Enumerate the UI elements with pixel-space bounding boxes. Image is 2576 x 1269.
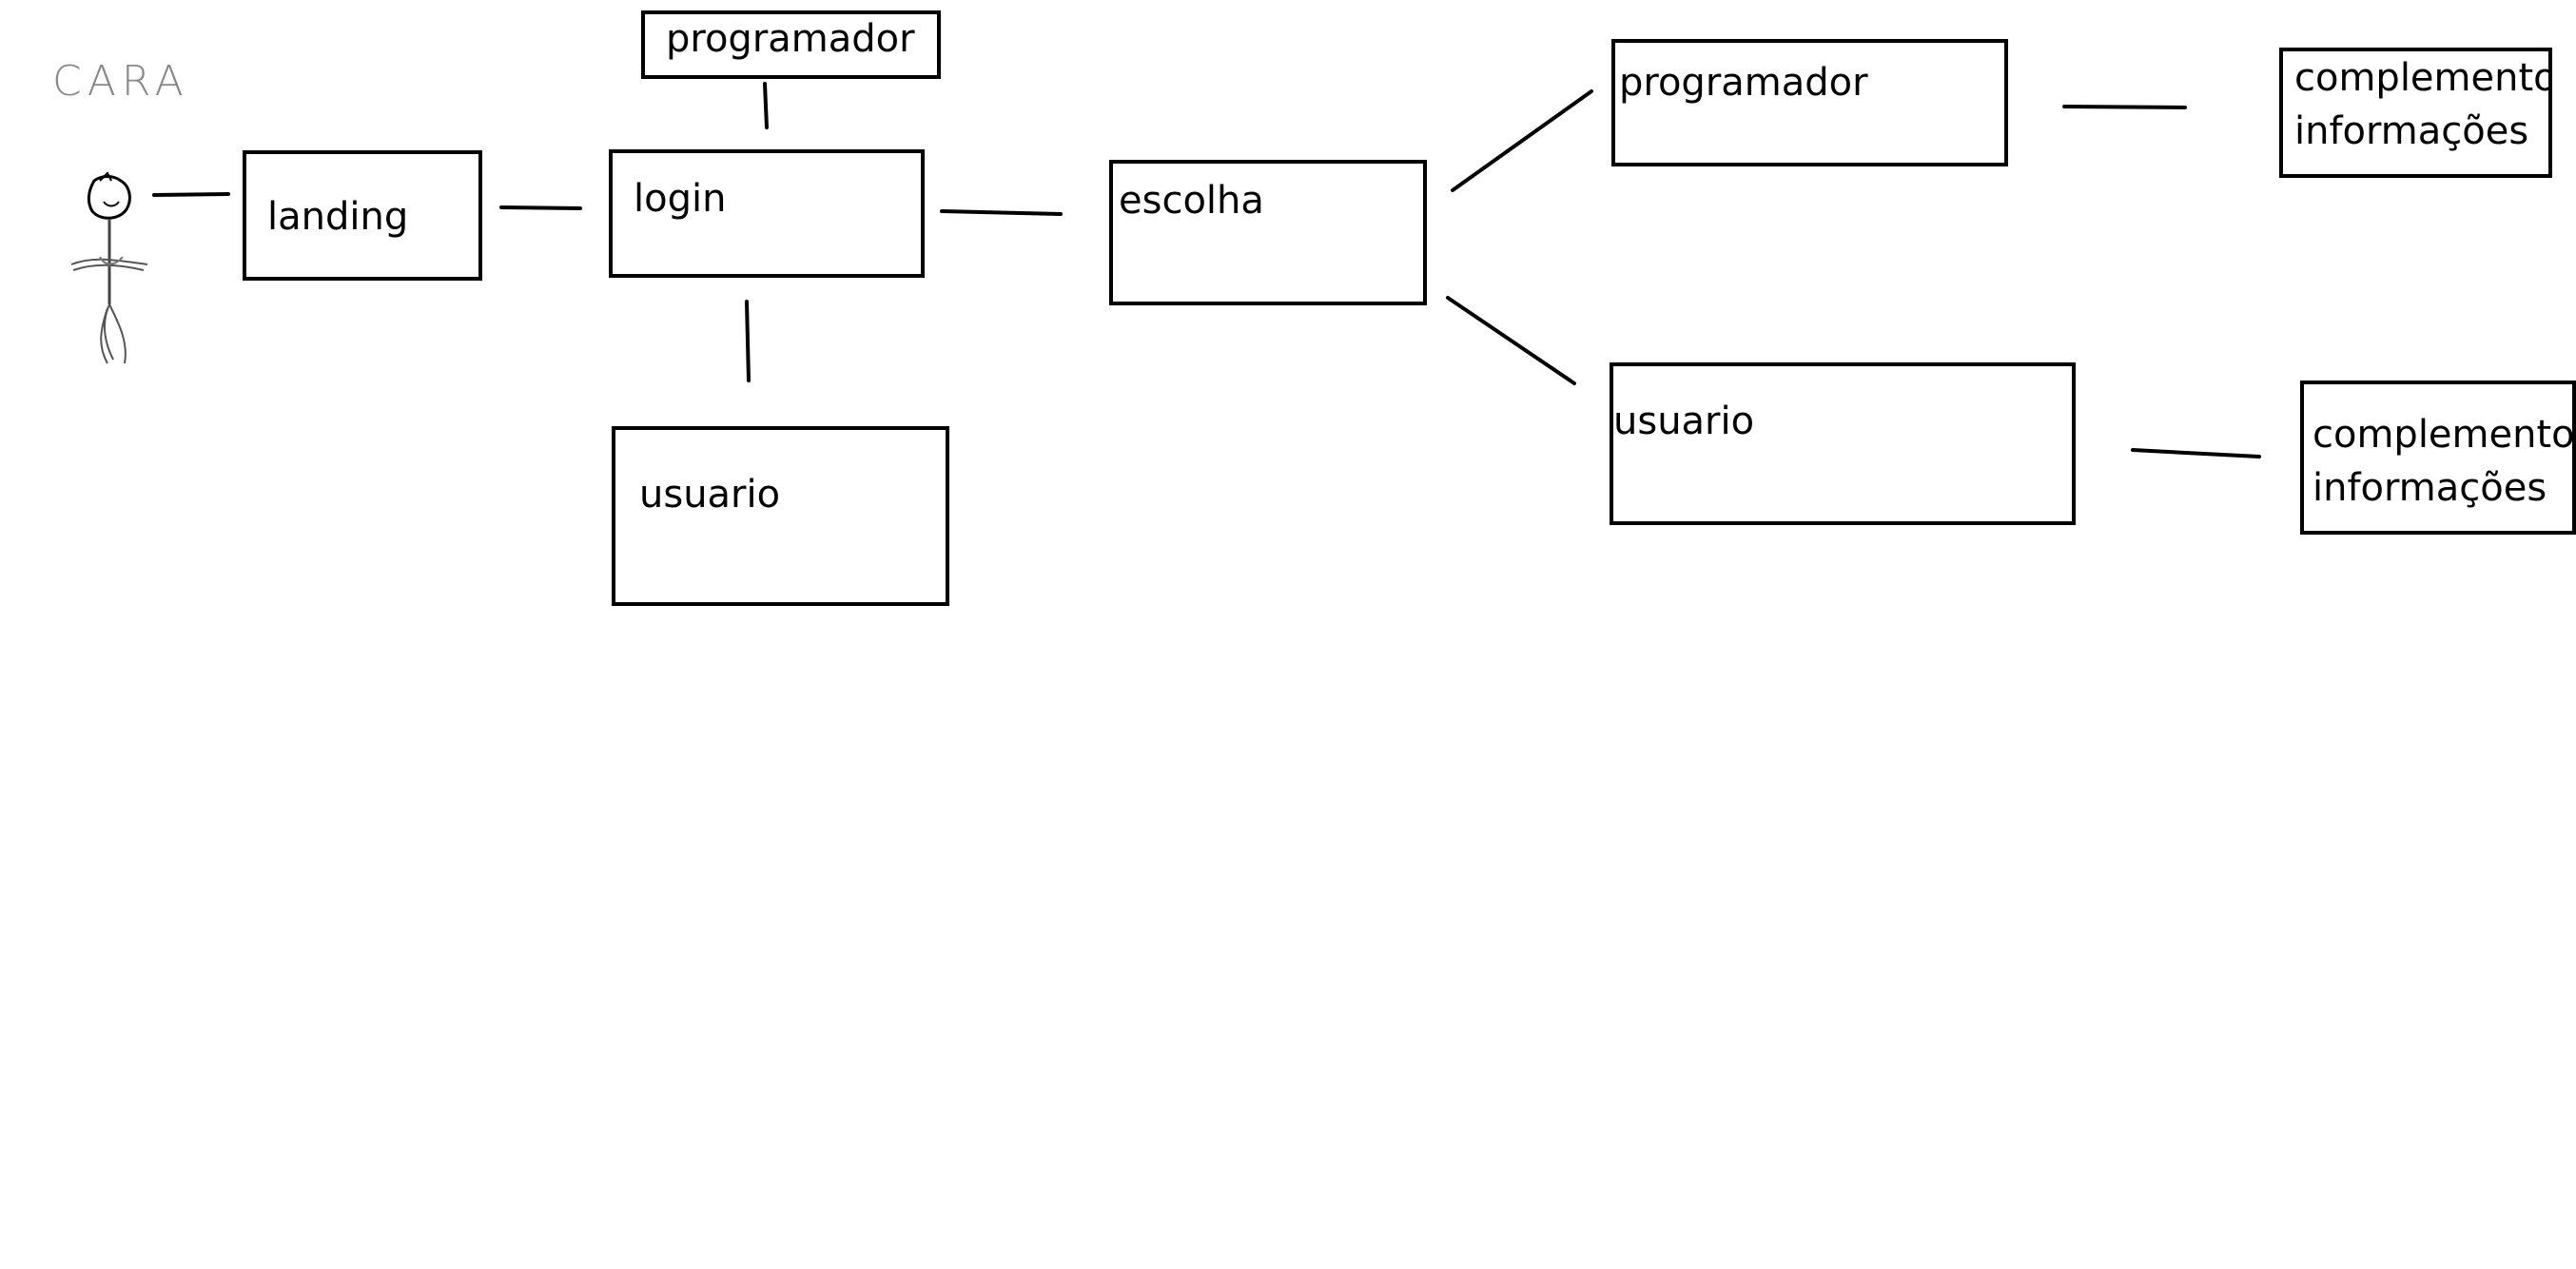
connector-escolha-programador [1451, 89, 1593, 192]
login-label: login [634, 177, 727, 221]
connector-login-programador [763, 82, 769, 129]
programador-right-box: programador [1611, 39, 2008, 166]
complemento-bottom-label: complemento informações [2313, 413, 2575, 510]
escolha-label: escolha [1119, 179, 1264, 223]
programador-top-box: programador [641, 10, 941, 79]
actor-name-label: CARA [52, 57, 189, 106]
connector-login-usuario [745, 300, 751, 382]
escolha-box: escolha [1109, 160, 1427, 305]
login-box: login [609, 149, 925, 278]
usuario-login-box: usuario [612, 426, 949, 606]
connector-login-escolha [940, 209, 1063, 216]
complemento-bottom-box: complemento informações [2300, 381, 2576, 535]
complemento-top-label: complemento informações [2294, 56, 2552, 153]
programador-right-label: programador [1619, 61, 1868, 105]
landing-label: landing [267, 195, 409, 239]
connector-escolha-usuario [1446, 296, 1576, 385]
usuario-right-label: usuario [1613, 400, 1755, 443]
usuario-right-box: usuario [1610, 362, 2076, 525]
connector-landing-login [499, 205, 582, 210]
landing-box: landing [243, 150, 482, 281]
usuario-login-label: usuario [639, 473, 781, 517]
connector-actor-landing [152, 192, 230, 197]
connector-usuario-complemento [2131, 448, 2261, 459]
programador-top-label: programador [666, 17, 915, 61]
stick-figure-icon [70, 171, 148, 364]
actor: CARA [52, 57, 189, 364]
complemento-top-box: complemento informações [2279, 48, 2552, 178]
